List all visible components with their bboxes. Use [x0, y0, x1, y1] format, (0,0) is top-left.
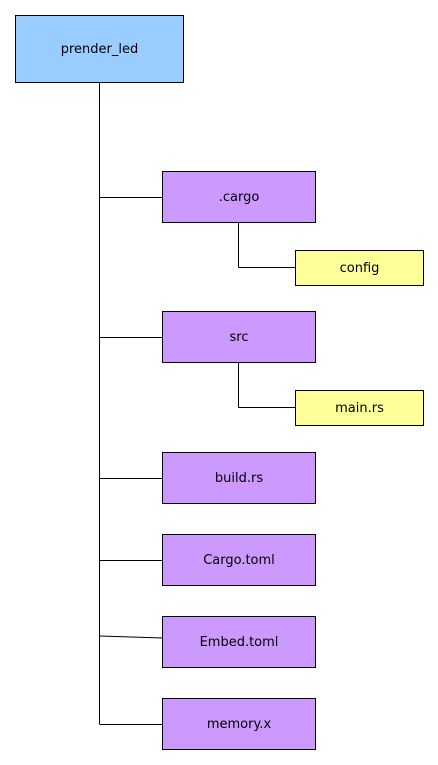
node-root-label: prender_led	[60, 41, 139, 57]
node-embed-toml: Embed.toml	[162, 616, 316, 668]
branch-line-embed-toml	[99, 635, 164, 639]
node-main-rs-label: main.rs	[335, 400, 384, 416]
node-cargo-toml-label: Cargo.toml	[203, 552, 275, 568]
node-src-dir-label: src	[229, 329, 249, 345]
node-memory-x-label: memory.x	[206, 716, 272, 732]
node-cargo-dir: .cargo	[162, 171, 316, 223]
node-memory-x: memory.x	[162, 698, 316, 750]
node-embed-toml-label: Embed.toml	[199, 634, 279, 650]
node-main-rs: main.rs	[295, 390, 424, 426]
node-cargo-dir-label: .cargo	[218, 189, 260, 205]
node-build-rs: build.rs	[162, 452, 316, 504]
node-src-dir: src	[162, 311, 316, 363]
node-cargo-toml: Cargo.toml	[162, 534, 316, 586]
node-config: config	[295, 250, 424, 286]
node-build-rs-label: build.rs	[214, 470, 264, 486]
node-root: prender_led	[15, 15, 184, 83]
node-config-label: config	[339, 260, 380, 276]
